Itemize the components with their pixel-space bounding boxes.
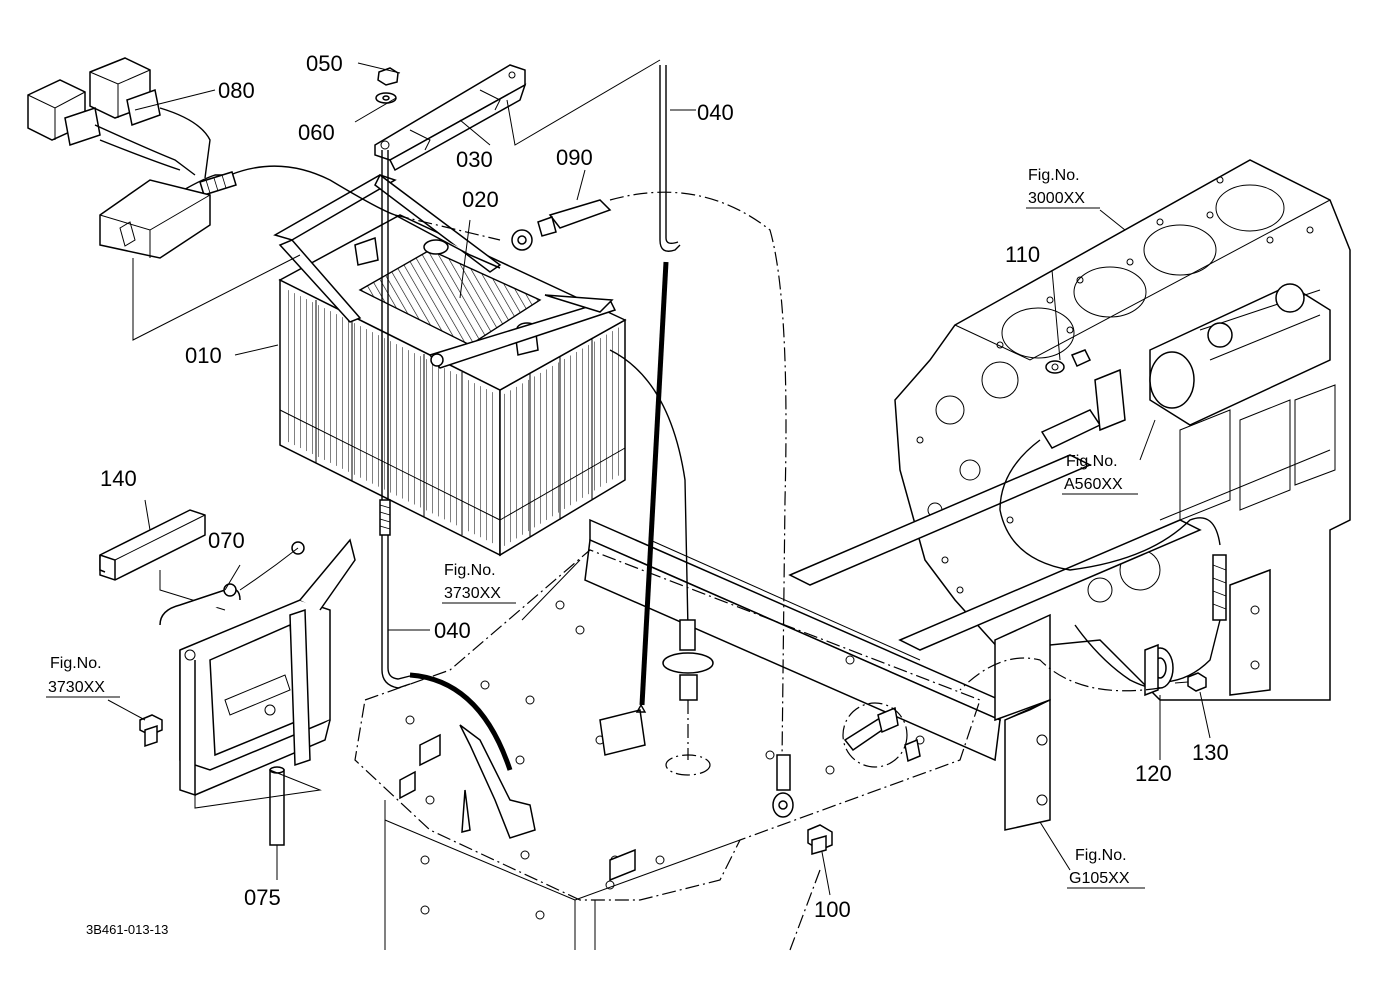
callout-010: 010 <box>185 343 222 368</box>
callout-070: 070 <box>208 528 245 553</box>
svg-text:3000XX: 3000XX <box>1028 190 1085 207</box>
svg-text:Fig.No.: Fig.No. <box>1028 167 1080 184</box>
spacer-075 <box>269 766 285 846</box>
washer-060 <box>375 92 397 104</box>
nut-050 <box>377 67 399 86</box>
battery-base-plate <box>354 549 981 901</box>
callout-060: 060 <box>298 120 335 145</box>
fusible-link <box>842 702 921 768</box>
callout-050: 050 <box>306 51 343 76</box>
negative-cable <box>609 349 714 776</box>
cover-140 <box>99 509 206 581</box>
engine-block <box>894 159 1351 701</box>
callout-080: 080 <box>218 78 255 103</box>
svg-text:3730XX: 3730XX <box>444 585 501 602</box>
svg-text:Fig.No.: Fig.No. <box>50 655 102 672</box>
hold-down-bracket <box>419 733 441 767</box>
bracket-070 <box>159 538 356 797</box>
leader-lines <box>107 59 1211 951</box>
fig-ref-3730xx-left: Fig.No. 3730XX <box>46 655 120 698</box>
fig-ref-g105xx: Fig.No. G105XX <box>1067 847 1145 889</box>
callout-040-top: 040 <box>697 100 734 125</box>
callout-120: 120 <box>1135 761 1172 786</box>
rod-bold-left <box>409 672 513 771</box>
fig-ref-3000xx: Fig.No. 3000XX <box>1026 167 1100 209</box>
bolt-3730 <box>139 714 163 748</box>
drawing-code: 3B461-013-13 <box>86 922 168 937</box>
svg-text:Fig.No.: Fig.No. <box>1066 453 1118 470</box>
rod-040-right <box>659 65 681 252</box>
fig-ref-3730xx-center: Fig.No. 3730XX <box>442 562 516 604</box>
callout-130: 130 <box>1192 740 1229 765</box>
svg-text:G105XX: G105XX <box>1069 870 1130 887</box>
fig-ref-a560xx: Fig.No. A560XX <box>1062 453 1138 495</box>
bracket-030 <box>374 64 527 172</box>
cable-090 <box>511 191 787 761</box>
callout-020: 020 <box>462 187 499 212</box>
chassis-frame <box>384 454 1271 950</box>
connector-080 <box>27 57 211 259</box>
callout-100: 100 <box>814 897 851 922</box>
battery <box>278 214 627 557</box>
battery-hold-down-frame <box>273 173 617 369</box>
callout-075: 075 <box>244 885 281 910</box>
battery-label-plate <box>358 249 542 346</box>
callout-030: 030 <box>456 147 493 172</box>
svg-text:Fig.No.: Fig.No. <box>444 562 496 579</box>
starter-motor <box>1149 283 1331 426</box>
block-holes <box>916 176 1314 594</box>
callout-140: 140 <box>100 466 137 491</box>
rod-bold-right <box>639 261 669 706</box>
svg-text:Fig.No.: Fig.No. <box>1075 847 1127 864</box>
callout-110: 110 <box>1005 242 1040 267</box>
bolt-100 <box>807 824 833 855</box>
cable-lug <box>772 754 794 818</box>
svg-text:A560XX: A560XX <box>1064 476 1123 493</box>
clip-120 <box>1074 624 1174 697</box>
bolt-130 <box>1174 672 1207 692</box>
callout-040-mid: 040 <box>434 618 471 643</box>
svg-text:3730XX: 3730XX <box>48 679 105 696</box>
callout-090: 090 <box>556 145 593 170</box>
